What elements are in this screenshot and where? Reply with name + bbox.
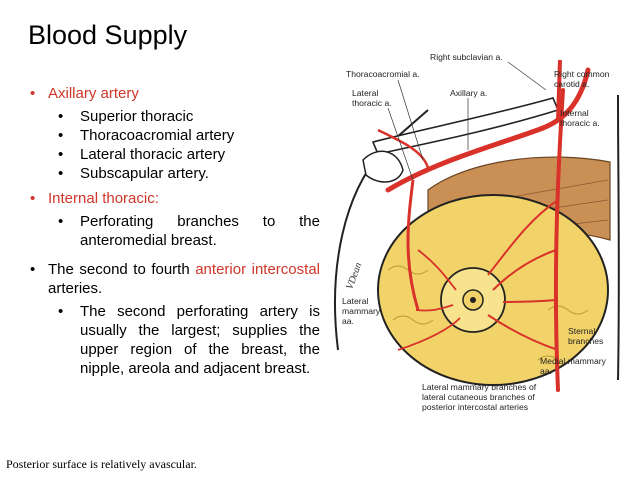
sub-bullet: •Subscapular artery. bbox=[58, 165, 209, 182]
thoracoacromial-artery bbox=[377, 128, 430, 169]
label-internal-thoracic-2: thoracic a. bbox=[560, 118, 600, 128]
sub-bullet: •The second perforating artery is usuall… bbox=[58, 303, 320, 377]
label-internal-thoracic-1: Internal bbox=[560, 108, 589, 118]
sub-bullet: •Thoracoacromial artery bbox=[58, 127, 235, 144]
label-right-common-carotid-2: carotid a. bbox=[554, 79, 589, 89]
label-medial-mammary-1: Medial mammary bbox=[540, 356, 607, 366]
shoulder-bone bbox=[362, 150, 404, 183]
label-thoracoacromial: Thoracoacromial a. bbox=[346, 69, 420, 79]
slide-title: Blood Supply bbox=[28, 20, 188, 50]
lateral-thoracic-artery bbox=[406, 179, 420, 311]
perforating-branches bbox=[487, 199, 559, 351]
carotid-artery bbox=[556, 59, 562, 121]
label-axillary: Axillary a. bbox=[450, 88, 487, 98]
label-sternal-2: branches bbox=[568, 336, 603, 346]
bullet-axillary: •Axillary artery bbox=[30, 85, 139, 102]
footnote: Posterior surface is relatively avascula… bbox=[6, 457, 197, 471]
label-right-common-carotid-1: Right common bbox=[554, 69, 610, 79]
sub-bullet: •Superior thoracic bbox=[58, 108, 194, 125]
sub-bullet: •Perforating branches to the anteromedia… bbox=[58, 213, 320, 249]
label-sternal-1: Sternal bbox=[568, 326, 595, 336]
label-lateral-branches-2: lateral cutaneous branches of bbox=[422, 392, 535, 402]
internal-thoracic-artery bbox=[553, 88, 565, 392]
label-lateral-mammary-2: mammary bbox=[342, 306, 381, 316]
sub-bullet: •Lateral thoracic artery bbox=[58, 146, 226, 163]
bullet-intercostal: •The second to fourth anterior intercost… bbox=[30, 261, 320, 297]
label-lateral-mammary-1: Lateral bbox=[342, 296, 368, 306]
axillary-artery bbox=[385, 67, 591, 193]
label-lateral-branches-3: posterior intercostal arteries bbox=[422, 402, 528, 412]
breast-blood-supply-diagram: Right subclavian a. Thoracoacromial a. R… bbox=[334, 52, 620, 412]
label-medial-mammary-2: aa. bbox=[540, 366, 552, 376]
bullet-internal-thoracic: •Internal thoracic: bbox=[30, 190, 159, 207]
label-lateral-thoracic-1: Lateral bbox=[352, 88, 378, 98]
bullet-list: •Axillary artery •Superior thoracic •Tho… bbox=[30, 84, 320, 378]
label-right-subclavian: Right subclavian a. bbox=[430, 52, 503, 62]
illustrator-signature: VDean bbox=[344, 261, 364, 291]
label-lateral-branches-1: Lateral mammary branches of bbox=[422, 382, 537, 392]
lateral-mammary-branches bbox=[397, 249, 461, 351]
label-lateral-thoracic-2: thoracic a. bbox=[352, 98, 392, 108]
breast-lobules bbox=[387, 265, 589, 361]
label-lateral-mammary-3: aa. bbox=[342, 316, 354, 326]
